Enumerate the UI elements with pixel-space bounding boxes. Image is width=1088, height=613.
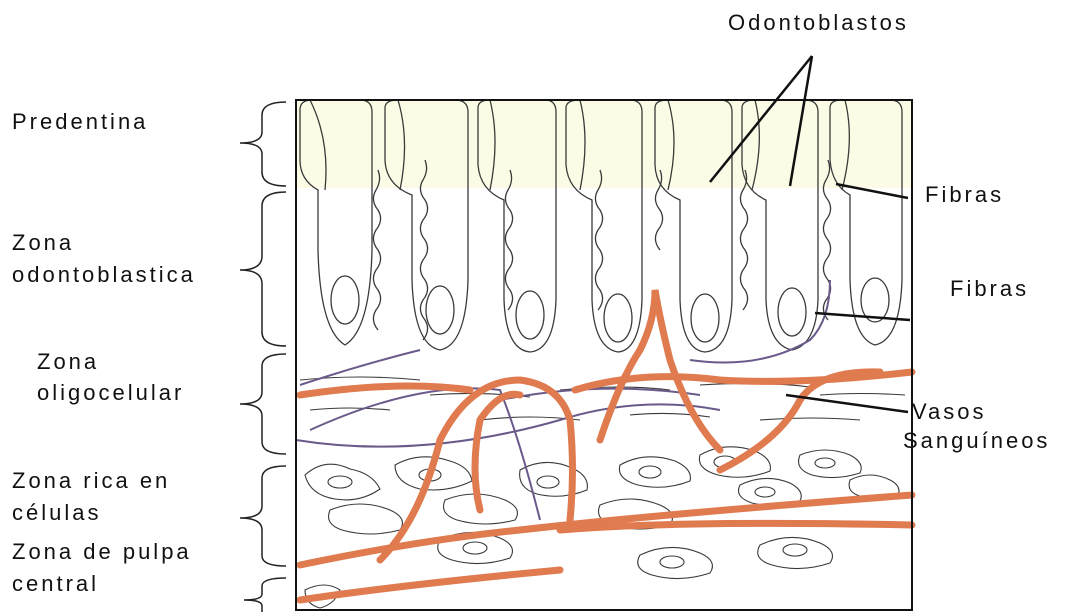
label-zona-pulpa-2: central	[12, 571, 99, 597]
label-vasos-1: Vasos	[912, 399, 987, 425]
connective-tissue-cells	[300, 377, 905, 608]
bracket-predentina	[240, 102, 286, 186]
label-zona-odontoblastica-2: odontoblastica	[12, 262, 196, 288]
label-zona-oligocelular-2: oligocelular	[37, 380, 184, 406]
bracket-oligocelular	[240, 354, 286, 454]
label-zona-odontoblastica-1: Zona	[12, 230, 74, 256]
label-vasos-2: Sanguíneos	[903, 428, 1050, 454]
label-zona-rica-2: células	[12, 500, 101, 526]
label-predentina: Predentina	[12, 109, 148, 135]
label-fibras-1: Fibras	[925, 182, 1004, 208]
label-odontoblastos: Odontoblastos	[728, 10, 909, 36]
label-zona-oligocelular-1: Zona	[37, 349, 99, 375]
label-fibras-2: Fibras	[950, 276, 1029, 302]
bracket-odontoblastica	[240, 192, 286, 346]
zone-brackets	[240, 102, 286, 612]
label-zona-pulpa-1: Zona de pulpa	[12, 539, 192, 565]
blood-vessels	[300, 290, 912, 600]
label-zona-rica-1: Zona rica en	[12, 468, 170, 494]
bracket-pulpa	[244, 578, 286, 612]
bracket-rica	[240, 466, 286, 566]
